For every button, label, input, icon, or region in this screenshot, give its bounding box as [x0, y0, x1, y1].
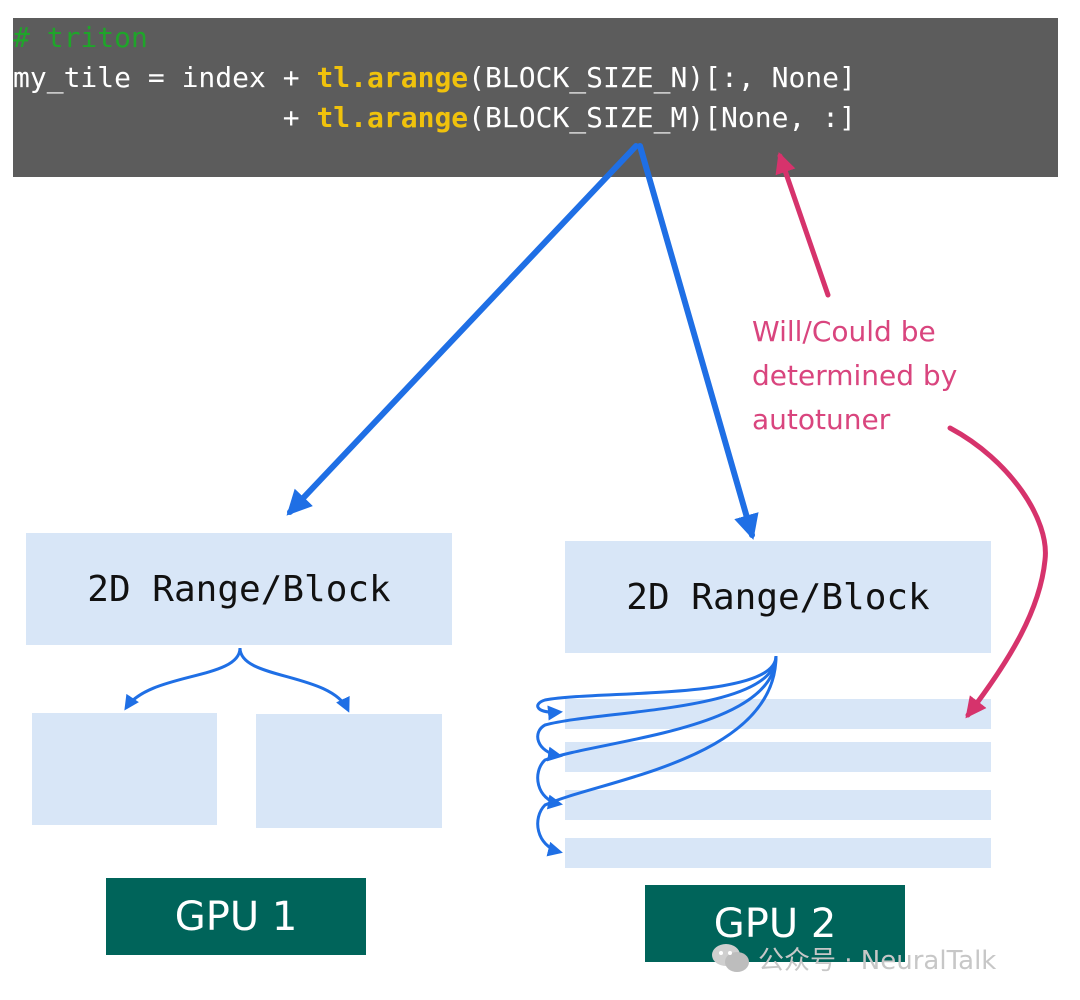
- autotuner-note-line-3: autotuner: [752, 403, 891, 436]
- autotuner-note-line-2: determined by: [752, 359, 958, 392]
- code-line-1: my_tile = index + tl.arange(BLOCK_SIZE_N…: [13, 58, 856, 98]
- arrow-to-right-block: [637, 143, 759, 540]
- left-sub-block-2: [256, 714, 442, 828]
- autotuner-arrow-down: [947, 425, 1048, 719]
- right-strip-2: [565, 742, 991, 772]
- gpu-1-box: GPU 1: [106, 878, 366, 955]
- left-split-arrows: [124, 647, 350, 713]
- code-line-2-prefix: +: [13, 101, 317, 134]
- right-strip-4: [565, 838, 991, 868]
- autotuner-note-line-1: Will/Could be: [752, 315, 936, 348]
- gpu-2-box: GPU 2: [645, 885, 905, 962]
- autotuner-note: Will/Could be determined by autotuner: [752, 310, 1012, 442]
- right-strip-3: [565, 790, 991, 820]
- right-range-block: 2D Range/Block: [565, 541, 991, 653]
- code-comment: # triton: [13, 21, 148, 54]
- fan-arrow-2: [536, 655, 778, 762]
- left-sub-block-1: [32, 713, 217, 825]
- left-range-block-label: 2D Range/Block: [87, 568, 391, 610]
- right-strip-1: [565, 699, 991, 729]
- right-fan-arrows: [536, 655, 778, 857]
- autotuner-arrow-up: [775, 152, 831, 298]
- split-arrow-right: [238, 647, 350, 713]
- fan-arrow-3: [536, 655, 778, 810]
- code-panel: # triton my_tile = index + tl.arange(BLO…: [13, 18, 1058, 177]
- code-line-1-function: tl.arange: [316, 61, 469, 94]
- code-line-1-suffix: (BLOCK_SIZE_N)[:, None]: [468, 61, 856, 94]
- split-arrow-left: [124, 647, 242, 711]
- watermark-text: 公众号 · NeuralTalk: [758, 945, 997, 976]
- left-range-block: 2D Range/Block: [26, 533, 452, 645]
- autotuner-arrows: [775, 152, 1048, 719]
- fan-arrow-1: [536, 655, 778, 721]
- watermark: 公众号 · NeuralTalk: [710, 938, 996, 978]
- right-range-block-label: 2D Range/Block: [626, 576, 930, 618]
- code-line-2: + tl.arange(BLOCK_SIZE_M)[None, :]: [13, 98, 856, 138]
- fan-arrow-4: [536, 655, 778, 857]
- code-line-2-function: tl.arange: [316, 101, 469, 134]
- code-line-2-suffix: (BLOCK_SIZE_M)[None, :]: [468, 101, 856, 134]
- arrow-to-left-block: [286, 143, 639, 516]
- code-line-1-prefix: my_tile = index +: [13, 61, 317, 94]
- wechat-icon: [712, 944, 749, 972]
- code-to-blocks-arrows: [286, 143, 759, 540]
